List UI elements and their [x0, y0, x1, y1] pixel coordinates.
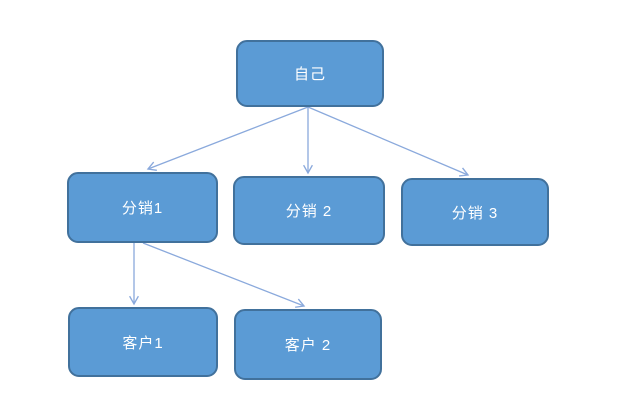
- connector-self-to-distributor-3: [307, 106, 470, 177]
- node-distributor-1-label: 分销1: [121, 200, 164, 217]
- node-distributor-2: 分销 2: [233, 176, 385, 245]
- connector-self-to-distributor-1: [146, 106, 309, 171]
- node-distributor-3-label: 分销 3: [451, 204, 499, 222]
- node-customer-1-label: 客户1: [122, 334, 164, 352]
- node-customer-2-label: 客户 2: [284, 337, 332, 354]
- node-self: 自己: [236, 40, 384, 107]
- node-distributor-2-label: 分销 2: [285, 203, 333, 220]
- connector-distributor-1-to-customer-2: [142, 242, 306, 308]
- node-customer-2: 客户 2: [234, 309, 382, 380]
- node-distributor-1: 分销1: [67, 172, 218, 243]
- node-customer-1: 客户1: [68, 307, 218, 377]
- node-self-label: 自己: [293, 66, 326, 83]
- node-distributor-3: 分销 3: [401, 178, 549, 246]
